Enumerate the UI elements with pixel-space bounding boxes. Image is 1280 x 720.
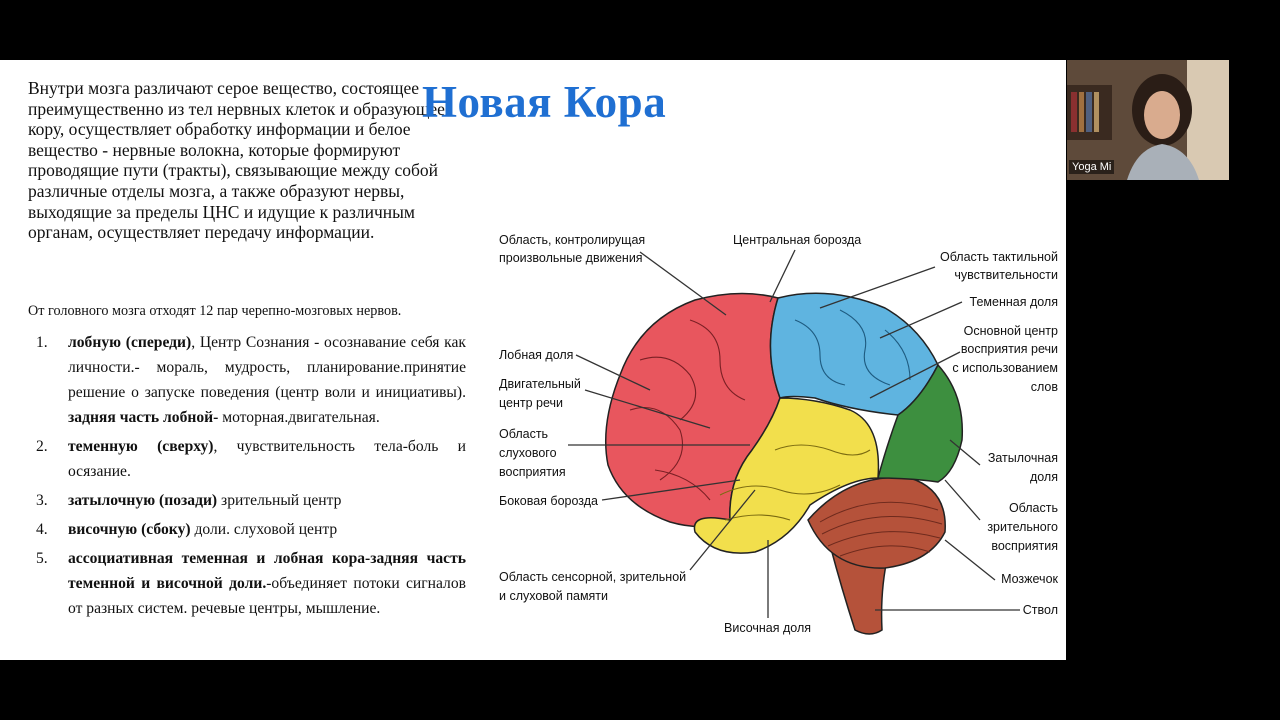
presentation-slide: Внутри мозга различают серое вещество, с… <box>0 60 1066 660</box>
participant-name-tag: Yoga Mi <box>1069 160 1115 174</box>
lobes-list: 1.лобную (спереди), Центр Сознания - осо… <box>28 330 466 625</box>
parietal-lobe-shape <box>769 292 939 416</box>
label-frontal-lobe: Лобная доля <box>499 348 573 362</box>
list-item: 2.теменную (сверху), чувствительность те… <box>36 438 466 480</box>
list-item: 5.ассоциативная теменная и лобная кора-з… <box>36 550 466 617</box>
cranial-nerves-note: От головного мозга отходят 12 пар черепн… <box>28 303 402 319</box>
list-item: 3.затылочную (позади) зрительный центр <box>36 492 342 509</box>
label-temporal-lobe: Височная доля <box>724 621 811 635</box>
cerebellum-shape <box>807 476 946 569</box>
label-brainstem: Ствол <box>1023 603 1058 617</box>
list-item: 4.височную (сбоку) доли. слуховой центр <box>36 521 338 538</box>
list-item: 1.лобную (спереди), Центр Сознания - осо… <box>36 334 467 426</box>
intro-paragraph: Внутри мозга различают серое вещество, с… <box>28 78 445 243</box>
temporal-lobe-shape <box>693 397 880 554</box>
participant-video-feed <box>1067 60 1229 180</box>
participant-video-tile[interactable]: Yoga Mi <box>1067 60 1229 180</box>
slide-title: Новая Кора <box>422 77 667 127</box>
label-cerebellum: Мозжечок <box>1001 572 1058 586</box>
label-parietal-lobe: Теменная доля <box>970 295 1058 309</box>
occipital-lobe-shape <box>877 363 964 483</box>
label-lateral-sulcus: Боковая борозда <box>499 494 598 508</box>
label-central-sulcus: Центральная борозда <box>733 233 861 247</box>
